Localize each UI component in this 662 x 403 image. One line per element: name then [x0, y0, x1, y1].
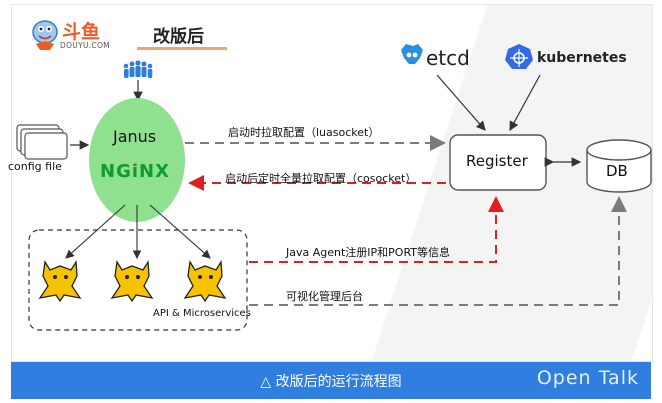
- nginx-label: NGiNX: [100, 161, 170, 182]
- config-file-label: config file: [8, 160, 62, 173]
- janus-nginx-node: [89, 98, 185, 222]
- config-file-icon: [16, 124, 68, 160]
- janus-to-service-3-arrow: [149, 204, 211, 259]
- services-group: [28, 229, 248, 331]
- db-label: DB: [606, 162, 628, 180]
- kubernetes-icon: [505, 44, 533, 69]
- etcd-icon: [401, 44, 423, 64]
- java-agent-register-label: Java Agent注册IP和PORT等信息: [286, 246, 451, 259]
- register-label: Register: [466, 152, 528, 170]
- pull-config-on-start-label: 启动时拉取配置（luasocket）: [228, 126, 380, 139]
- java-agent-register-edge: [249, 196, 504, 263]
- footer-bar: △ 改版后的运行流程图 Open Talk: [11, 362, 651, 399]
- janus-label: Janus: [113, 127, 157, 146]
- kubernetes-label: kubernetes: [537, 50, 627, 66]
- open-talk-logo: Open Talk: [536, 367, 639, 389]
- logo-brand-text: 斗鱼: [62, 21, 101, 43]
- tomcat-icon: [110, 259, 154, 303]
- users-icon: [123, 60, 153, 78]
- douyu-logo: 斗鱼 DOUYU.COM: [30, 15, 118, 55]
- kubernetes-to-register-arrow: [509, 74, 541, 132]
- logo-site-text: DOUYU.COM: [60, 41, 110, 50]
- footer-caption: △ 改版后的运行流程图: [260, 374, 402, 390]
- db-node: [586, 139, 652, 193]
- fish-mascot-icon: [32, 20, 58, 50]
- visual-admin-label: 可视化管理后台: [286, 290, 363, 303]
- janus-to-service-1-arrow: [65, 204, 126, 259]
- tomcat-icon: [183, 259, 227, 303]
- periodic-full-pull-label: 启动后定时全量拉取配置（cosocket）: [225, 172, 417, 185]
- title-underline: [137, 47, 227, 50]
- tomcat-icon: [38, 259, 82, 303]
- etcd-label: etcd: [426, 46, 470, 70]
- visual-admin-edge: [249, 196, 627, 306]
- etcd-to-register-arrow: [436, 74, 486, 131]
- services-label: API & Microservices: [153, 308, 251, 319]
- slide-title: 改版后: [153, 27, 204, 47]
